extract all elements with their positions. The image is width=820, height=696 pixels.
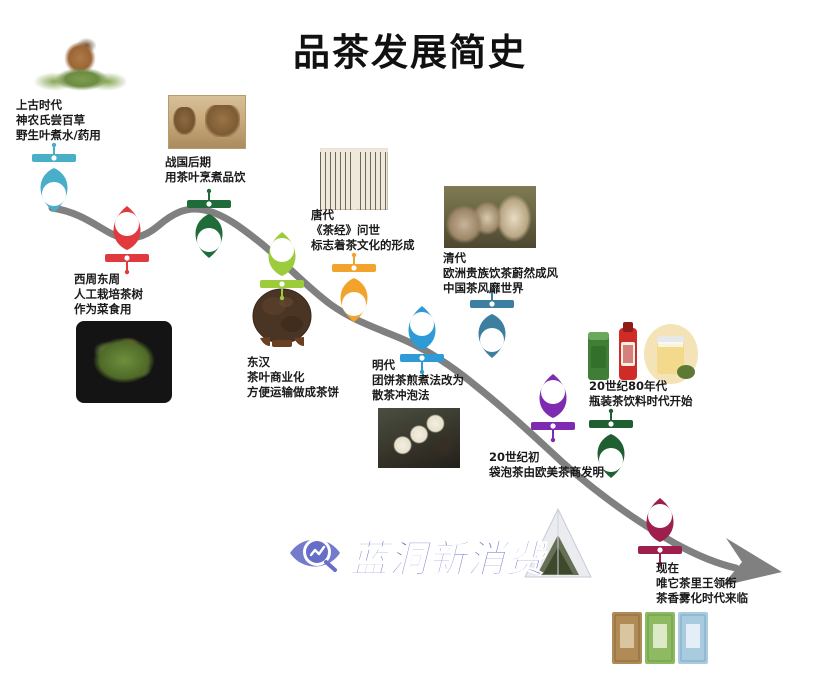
milestone-label-m5: 唐代 《茶经》问世 标志着茶文化的形成 <box>311 208 415 253</box>
european-tea-painting-photo <box>444 186 536 248</box>
warring-states-painting-photo <box>168 95 246 149</box>
milestone-line2-m8: 袋泡茶由欧美茶商发明 <box>489 465 604 479</box>
tea-product-boxes-photo <box>608 608 712 668</box>
milestone-line2-m3: 用茶叶烹煮品饮 <box>165 170 246 184</box>
milestone-label-m4: 东汉 茶叶商业化 方便运输做成茶饼 <box>247 355 339 400</box>
milestone-era-m7: 清代 <box>443 251 466 265</box>
milestone-line3-m1: 野生叶煮水/药用 <box>16 128 101 142</box>
bottled-tea-drinks-photo <box>582 322 698 384</box>
timeline-pin-m1[interactable] <box>28 142 80 238</box>
timeline-pin-m5[interactable] <box>328 252 380 348</box>
milestone-line3-m6: 散茶冲泡法 <box>372 388 430 402</box>
milestone-era-m2: 西周东周 <box>74 272 120 286</box>
milestone-era-m4: 东汉 <box>247 355 270 369</box>
timeline-pin-m3[interactable] <box>183 188 235 284</box>
milestone-label-m2: 西周东周 人工栽培茶树 作为菜食用 <box>74 272 143 317</box>
milestone-line2-m10: 唯它茶里王领衔 <box>656 576 737 590</box>
timeline-pin-m8[interactable] <box>527 364 579 460</box>
milestone-line2-m5: 《茶经》问世 <box>311 223 380 237</box>
milestone-label-m1: 上古时代 神农氏尝百草 野生叶煮水/药用 <box>16 98 101 143</box>
milestone-era-m9: 20世纪80年代 <box>589 379 668 393</box>
timeline-pin-m4[interactable] <box>256 222 308 318</box>
watermark-text: 蓝洞新消费 <box>349 537 546 582</box>
milestone-era-m1: 上古时代 <box>16 98 62 112</box>
eye-search-logo-icon <box>288 531 342 580</box>
milestone-line2-m7: 欧洲贵族饮茶蔚然成风 <box>443 266 558 280</box>
milestone-line3-m2: 作为菜食用 <box>74 302 132 316</box>
milestone-era-m10: 现在 <box>656 561 679 575</box>
milestone-era-m6: 明代 <box>372 358 395 372</box>
tea-leaf-salad-photo <box>76 321 172 403</box>
cha-jing-book-photo <box>320 148 388 210</box>
milestone-line3-m10: 茶香雾化时代来临 <box>656 591 748 605</box>
timeline-pin-m10[interactable] <box>634 488 686 584</box>
page-title: 品茶发展简史 <box>293 31 527 74</box>
timeline-pin-m6[interactable] <box>396 296 448 392</box>
milestone-era-m3: 战国后期 <box>165 155 211 169</box>
puer-tea-cake-photo <box>248 286 316 348</box>
timeline-pin-m2[interactable] <box>101 196 153 292</box>
milestone-label-m9: 20世纪80年代 瓶装茶饮料时代开始 <box>589 379 693 409</box>
watermark: 蓝洞新消费 <box>288 528 545 583</box>
timeline-pin-m9[interactable] <box>585 408 637 504</box>
milestone-line2-m1: 神农氏尝百草 <box>16 113 85 127</box>
milestone-line2-m6: 团饼茶煎煮法改为 <box>372 373 464 387</box>
milestone-label-m7: 清代 欧洲贵族饮茶蔚然成风 中国茶风靡世界 <box>443 251 558 296</box>
tea-cups-photo <box>378 408 460 468</box>
milestone-line2-m4: 茶叶商业化 <box>247 370 305 384</box>
milestone-label-m3: 战国后期 用茶叶烹煮品饮 <box>165 155 246 185</box>
milestone-line3-m4: 方便运输做成茶饼 <box>247 385 339 399</box>
shennong-herbs-photo <box>34 32 126 94</box>
timeline-pin-m7[interactable] <box>466 288 518 384</box>
milestone-line2-m2: 人工栽培茶树 <box>74 287 143 301</box>
pyramid-teabag-photo <box>521 505 595 581</box>
milestone-era-m8: 20世纪初 <box>489 450 540 464</box>
milestone-label-m10: 现在 唯它茶里王领衔 茶香雾化时代来临 <box>656 561 748 606</box>
milestone-label-m6: 明代 团饼茶煎煮法改为 散茶冲泡法 <box>372 358 464 403</box>
milestone-line3-m7: 中国茶风靡世界 <box>443 281 524 295</box>
milestone-line2-m9: 瓶装茶饮料时代开始 <box>589 394 693 408</box>
milestone-label-m8: 20世纪初 袋泡茶由欧美茶商发明 <box>489 450 604 480</box>
milestone-line3-m5: 标志着茶文化的形成 <box>311 238 415 252</box>
milestone-era-m5: 唐代 <box>311 208 334 222</box>
